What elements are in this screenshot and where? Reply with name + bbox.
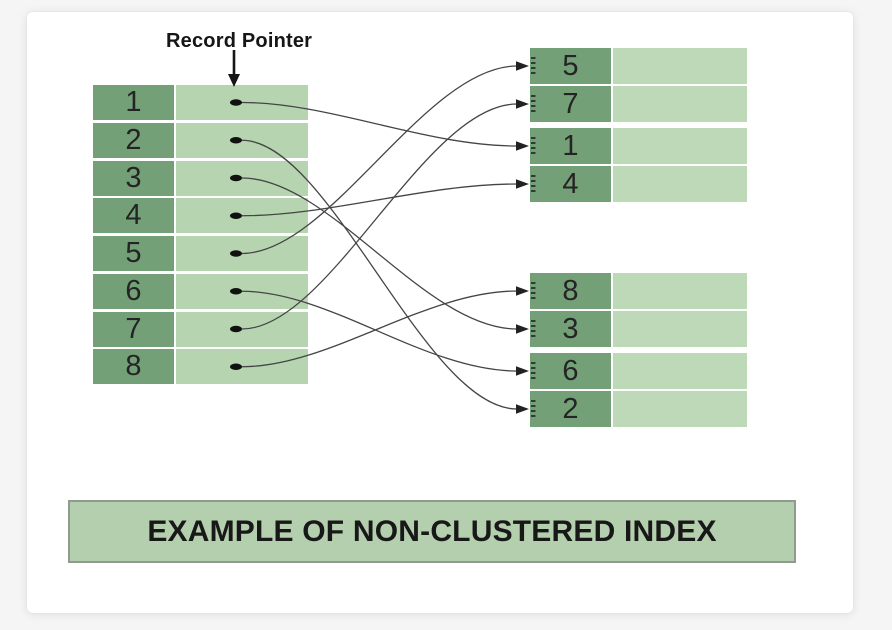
index-key-value: 5: [125, 237, 142, 269]
data-key-cell: 3: [530, 311, 611, 347]
data-row: 1: [530, 128, 747, 164]
data-key-cell: 7: [530, 86, 611, 122]
record-pointer-cell: [176, 122, 308, 158]
data-row: 8: [530, 273, 747, 309]
record-pointer-cell: [176, 85, 308, 120]
index-key-value: 4: [125, 199, 142, 232]
index-row: 5: [93, 236, 308, 271]
data-value-cell: [613, 166, 747, 202]
data-key-cell: 2: [530, 391, 611, 427]
index-key-value: 8: [125, 350, 142, 383]
index-row: 8: [93, 349, 308, 385]
index-key-cell: 8: [93, 349, 174, 385]
data-page-top: 5 7 1 4: [530, 48, 747, 202]
data-row: 3: [530, 311, 747, 347]
data-page-bottom: 8 3 6 2: [530, 273, 747, 427]
data-key-value: 7: [562, 87, 579, 120]
data-value-cell: [613, 353, 747, 389]
index-key-cell: 6: [93, 273, 174, 309]
data-row: 2: [530, 391, 747, 427]
caption-box: EXAMPLE OF NON-CLUSTERED INDEX: [68, 500, 796, 563]
index-row: 3: [93, 160, 308, 196]
data-key-value: 4: [562, 167, 579, 200]
data-key-value: 6: [562, 354, 579, 387]
index-row: 6: [93, 273, 308, 309]
data-value-cell: [613, 128, 747, 164]
index-key-cell: 7: [93, 311, 174, 347]
record-pointer-cell: [176, 236, 308, 271]
data-key-cell: 8: [530, 273, 611, 309]
index-key-cell: 2: [93, 122, 174, 158]
index-table: 1 2 3 4 5 6 7: [93, 85, 308, 385]
data-key-value: 2: [562, 392, 579, 425]
record-pointer-cell: [176, 160, 308, 196]
index-key-cell: 3: [93, 160, 174, 196]
index-key-cell: 4: [93, 198, 174, 234]
record-pointer-cell: [176, 273, 308, 309]
data-value-cell: [613, 273, 747, 309]
index-row: 4: [93, 198, 308, 234]
data-value-cell: [613, 86, 747, 122]
index-row: 1: [93, 85, 308, 120]
diagram-card: Record Pointer 1 2 3 4 5: [27, 12, 853, 613]
data-key-value: 5: [562, 49, 579, 82]
record-pointer-cell: [176, 198, 308, 234]
data-key-cell: 1: [530, 128, 611, 164]
index-row: 2: [93, 122, 308, 158]
index-key-value: 3: [125, 161, 142, 194]
data-value-cell: [613, 48, 747, 84]
data-value-cell: [613, 311, 747, 347]
index-key-value: 1: [125, 86, 142, 118]
record-pointer-cell: [176, 311, 308, 347]
data-row: 7: [530, 86, 747, 122]
data-key-cell: 4: [530, 166, 611, 202]
index-key-value: 7: [125, 312, 142, 345]
index-key-value: 2: [125, 123, 142, 156]
caption-text: EXAMPLE OF NON-CLUSTERED INDEX: [147, 514, 717, 548]
record-pointer-cell: [176, 349, 308, 385]
data-key-cell: 5: [530, 48, 611, 84]
data-row: 4: [530, 166, 747, 202]
data-key-value: 3: [562, 312, 579, 345]
index-key-cell: 1: [93, 85, 174, 120]
data-key-value: 8: [562, 274, 579, 307]
index-key-value: 6: [125, 274, 142, 307]
data-value-cell: [613, 391, 747, 427]
data-key-cell: 6: [530, 353, 611, 389]
data-key-value: 1: [562, 129, 579, 162]
index-key-cell: 5: [93, 236, 174, 271]
record-pointer-label: Record Pointer: [166, 30, 313, 52]
data-row: 5: [530, 48, 747, 84]
index-row: 7: [93, 311, 308, 347]
data-row: 6: [530, 353, 747, 389]
